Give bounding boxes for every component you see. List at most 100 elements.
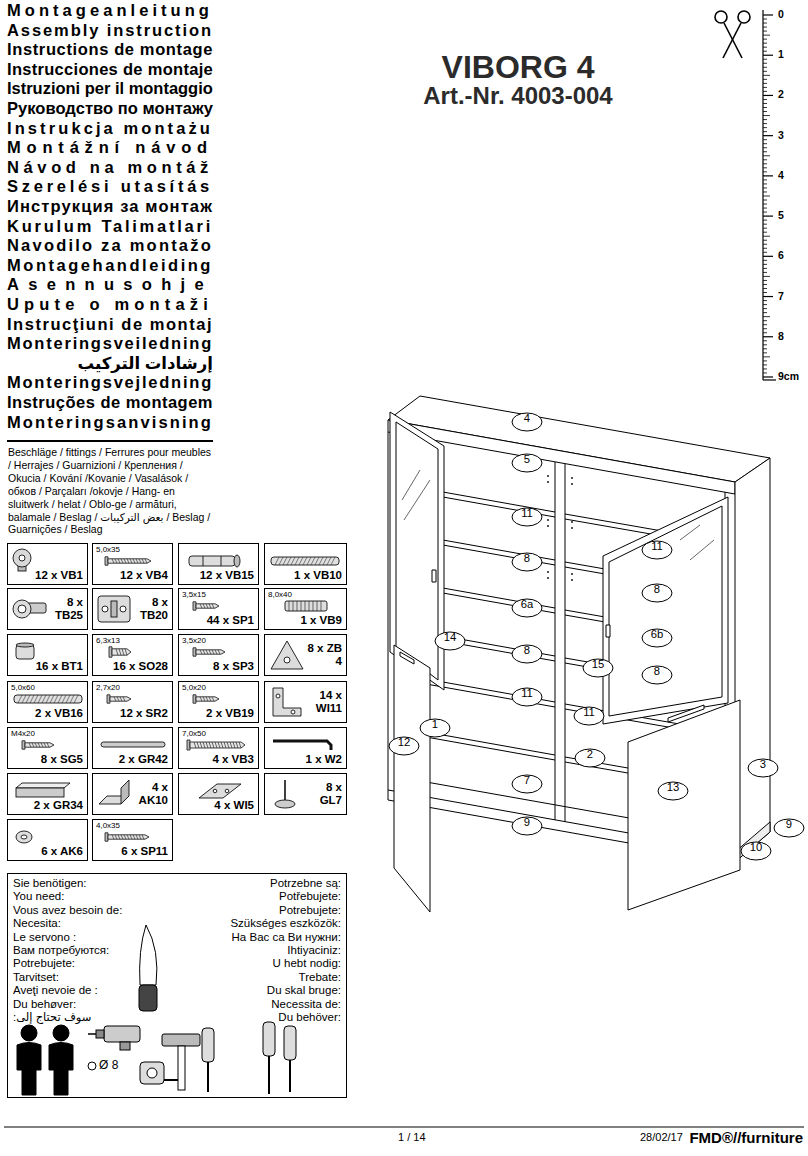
fitting-box: 6,3x1316 x SO28 <box>92 634 173 676</box>
fitting-icon <box>196 650 225 654</box>
callout-number: 11 <box>511 687 543 707</box>
callout-number: 11 <box>511 507 543 527</box>
article-number: Art.-Nr. 4003-004 <box>380 82 656 110</box>
ruler-ticks <box>763 336 773 337</box>
fitting-box: 12 x VB1 <box>7 543 88 585</box>
tools-text: Du skal bruge: <box>267 984 341 997</box>
screwdrivers <box>284 1026 296 1060</box>
callout-ellipse <box>512 599 542 617</box>
tools-text: Le servono : <box>13 931 76 944</box>
ruler-ticks <box>763 51 767 52</box>
ruler-ticks <box>763 99 767 100</box>
fitting-icon <box>13 549 31 571</box>
tools-text: Vous avez besoin de: <box>13 904 122 917</box>
tools-text: Ihtiyaciniz: <box>287 944 341 957</box>
size-label: 6,3x13 <box>96 636 120 645</box>
ruler-ticks <box>763 320 767 321</box>
size-label: 5,0x20 <box>182 683 206 692</box>
quantity-label: 44 x SP1 <box>207 614 254 627</box>
fitting-icon <box>273 741 331 750</box>
callout-number: 11 <box>641 540 673 560</box>
quantity-label: 8 x SG5 <box>41 753 83 766</box>
fitting-icon <box>22 741 25 749</box>
fitting-icon <box>14 695 82 703</box>
ruler-ticks <box>763 292 767 293</box>
ruler-ticks <box>763 47 767 48</box>
language-heading: Montagehandleiding <box>7 256 213 275</box>
fitting-box: 4,0x356 x SP11 <box>92 819 173 861</box>
fitting-icon <box>194 742 241 748</box>
callout-number: 8 <box>511 552 543 572</box>
callout-ellipse <box>748 759 778 777</box>
language-heading: إرشادات التركيب <box>77 354 213 373</box>
ruler-ticks <box>763 43 767 44</box>
ruler-ticks <box>763 364 767 365</box>
callout-number: 4 <box>511 412 543 432</box>
ruler-ticks <box>763 31 767 32</box>
size-label: 3,5x20 <box>182 636 206 645</box>
ruler-ticks <box>763 372 767 373</box>
scissors <box>738 11 750 23</box>
ruler-ticks <box>763 356 770 357</box>
callout-ellipse <box>575 749 605 767</box>
cabinet-drawing <box>388 432 389 800</box>
ruler-ticks <box>763 284 767 285</box>
ruler-ticks <box>763 352 767 353</box>
callout-number: 13 <box>657 781 689 801</box>
drill <box>88 1062 96 1070</box>
shelf-pin-holes <box>547 481 549 483</box>
size-label: 3,5x15 <box>182 590 206 599</box>
fitting-icon <box>271 557 339 565</box>
ruler-ticks <box>763 195 770 196</box>
quantity-label: 2 x GR42 <box>119 753 168 766</box>
ruler-ticks <box>763 232 767 233</box>
tools-text: Aveţi nevoie de : <box>13 984 98 997</box>
ruler-ticks <box>763 151 767 152</box>
callout-ellipse <box>420 719 450 737</box>
fitting-icon <box>193 648 225 656</box>
fitting-icon <box>284 657 290 663</box>
tools-text: Du behøver: <box>13 998 76 1011</box>
ruler-ticks <box>763 95 773 96</box>
fitting-icon <box>190 742 245 748</box>
ruler-number: 5 <box>778 209 784 221</box>
callout-ellipse <box>642 584 672 602</box>
language-heading: Upute o montaži <box>7 295 213 314</box>
ruler-ticks <box>763 63 767 64</box>
door-right-lower <box>628 700 740 910</box>
fitting-box: 5,0x602 x VB16 <box>7 681 88 723</box>
fitting-icon <box>109 647 131 657</box>
callout-number: 11 <box>511 507 543 527</box>
fitting-icon <box>273 688 301 716</box>
drill <box>104 1026 140 1042</box>
fitting-icon <box>221 556 222 566</box>
callout-number: 9 <box>511 816 543 836</box>
fitting-icon <box>289 601 321 611</box>
tools-text: Trebate: <box>299 971 341 984</box>
fitting-icon <box>116 649 127 655</box>
fitting-icon <box>187 740 245 750</box>
language-heading: Kurulum Talimatlari <box>7 217 213 236</box>
callout-ellipse <box>512 553 542 571</box>
callout-number: 9 <box>773 818 805 838</box>
hammer <box>162 1034 200 1090</box>
ruler-ticks <box>763 348 767 349</box>
ruler-ticks <box>763 115 770 116</box>
callout-number: 4 <box>511 412 543 432</box>
door-right-lower <box>628 700 740 910</box>
callout-number: 12 <box>388 736 420 756</box>
heading-rule <box>7 440 213 442</box>
quantity-label: 2 x GR34 <box>34 799 83 812</box>
shelf-pin-holes <box>547 571 549 573</box>
quantity-label: 12 x VB4 <box>120 569 168 582</box>
callout-number: 3 <box>747 758 779 778</box>
language-heading: Monteringsvejledning <box>7 373 213 392</box>
ruler-number: 2 <box>778 88 784 100</box>
language-heading: Návod na montáž <box>7 158 213 177</box>
language-heading: Instruções de montagem <box>7 393 213 412</box>
ruler-ticks <box>763 59 767 60</box>
fitting-icon <box>25 743 54 747</box>
fitting-box: 8 x TB25 <box>7 588 88 630</box>
drill <box>88 1033 96 1035</box>
ruler-ticks <box>763 35 770 36</box>
